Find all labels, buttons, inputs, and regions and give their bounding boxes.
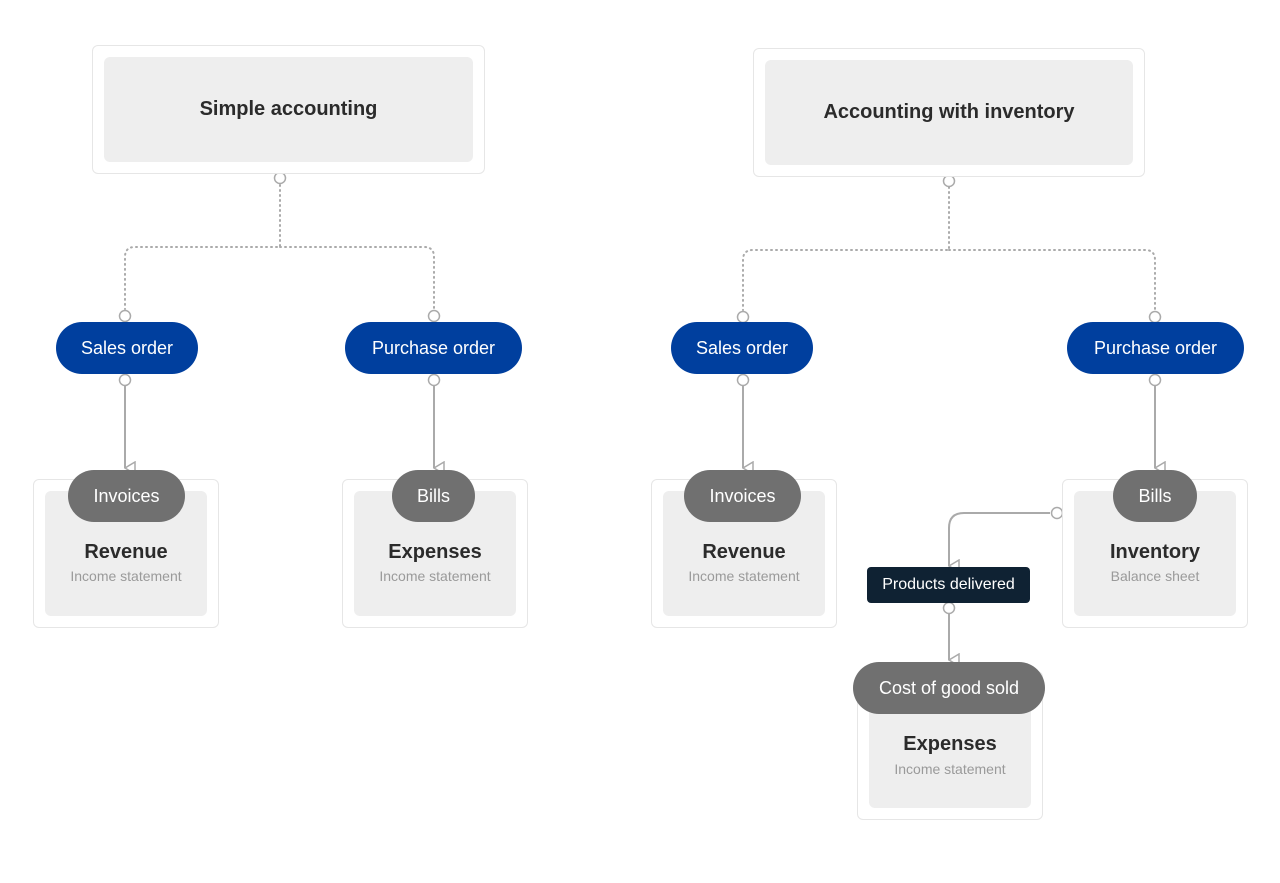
dotted-branch-right (948, 249, 1156, 311)
connector-dot (427, 373, 441, 387)
sales-order-node: Sales order (671, 322, 813, 374)
invoices-node: Invoices (68, 470, 185, 522)
connector-dot (118, 373, 132, 387)
account-name: Revenue (84, 541, 168, 563)
arrow-to-products-delivered (948, 512, 1050, 566)
purchase-order-node: Purchase order (345, 322, 522, 374)
products-delivered-event: Products delivered (867, 567, 1030, 603)
simple-accounting-title: Simple accounting (104, 57, 473, 162)
sales-order-node: Sales order (56, 322, 198, 374)
connector-dot (736, 373, 750, 387)
connector-dot (1148, 373, 1162, 387)
account-name: Expenses (903, 733, 997, 755)
account-name: Inventory (1109, 541, 1201, 563)
connector-dot (1148, 310, 1162, 324)
account-name: Expenses (388, 541, 482, 563)
connector-dot (942, 174, 956, 188)
inventory-accounting-title: Accounting with inventory (765, 60, 1133, 165)
revenue-card: Revenue Income statement (651, 479, 837, 628)
connector-dot (273, 171, 287, 185)
dotted-branch-left (742, 186, 950, 311)
statement-type: Income statement (379, 568, 491, 584)
statement-type: Income statement (688, 568, 800, 584)
statement-type: Income statement (70, 568, 182, 584)
connector-dot (427, 309, 441, 323)
cost-of-goods-sold-node: Cost of good sold (853, 662, 1045, 714)
statement-type: Income statement (894, 761, 1006, 777)
bills-node: Bills (1113, 470, 1197, 522)
connector-dot (1050, 506, 1064, 520)
account-name: Revenue (702, 541, 786, 563)
dotted-branch-right (279, 246, 435, 310)
purchase-order-node: Purchase order (1067, 322, 1244, 374)
simple-accounting-box: Simple accounting (92, 45, 485, 174)
connector-dot (736, 310, 750, 324)
statement-type: Balance sheet (1110, 568, 1200, 584)
connector-dot (942, 601, 956, 615)
bills-node: Bills (392, 470, 475, 522)
dotted-branch-left (124, 184, 281, 310)
inventory-accounting-box: Accounting with inventory (753, 48, 1145, 177)
invoices-node: Invoices (684, 470, 801, 522)
connector-dot (118, 309, 132, 323)
